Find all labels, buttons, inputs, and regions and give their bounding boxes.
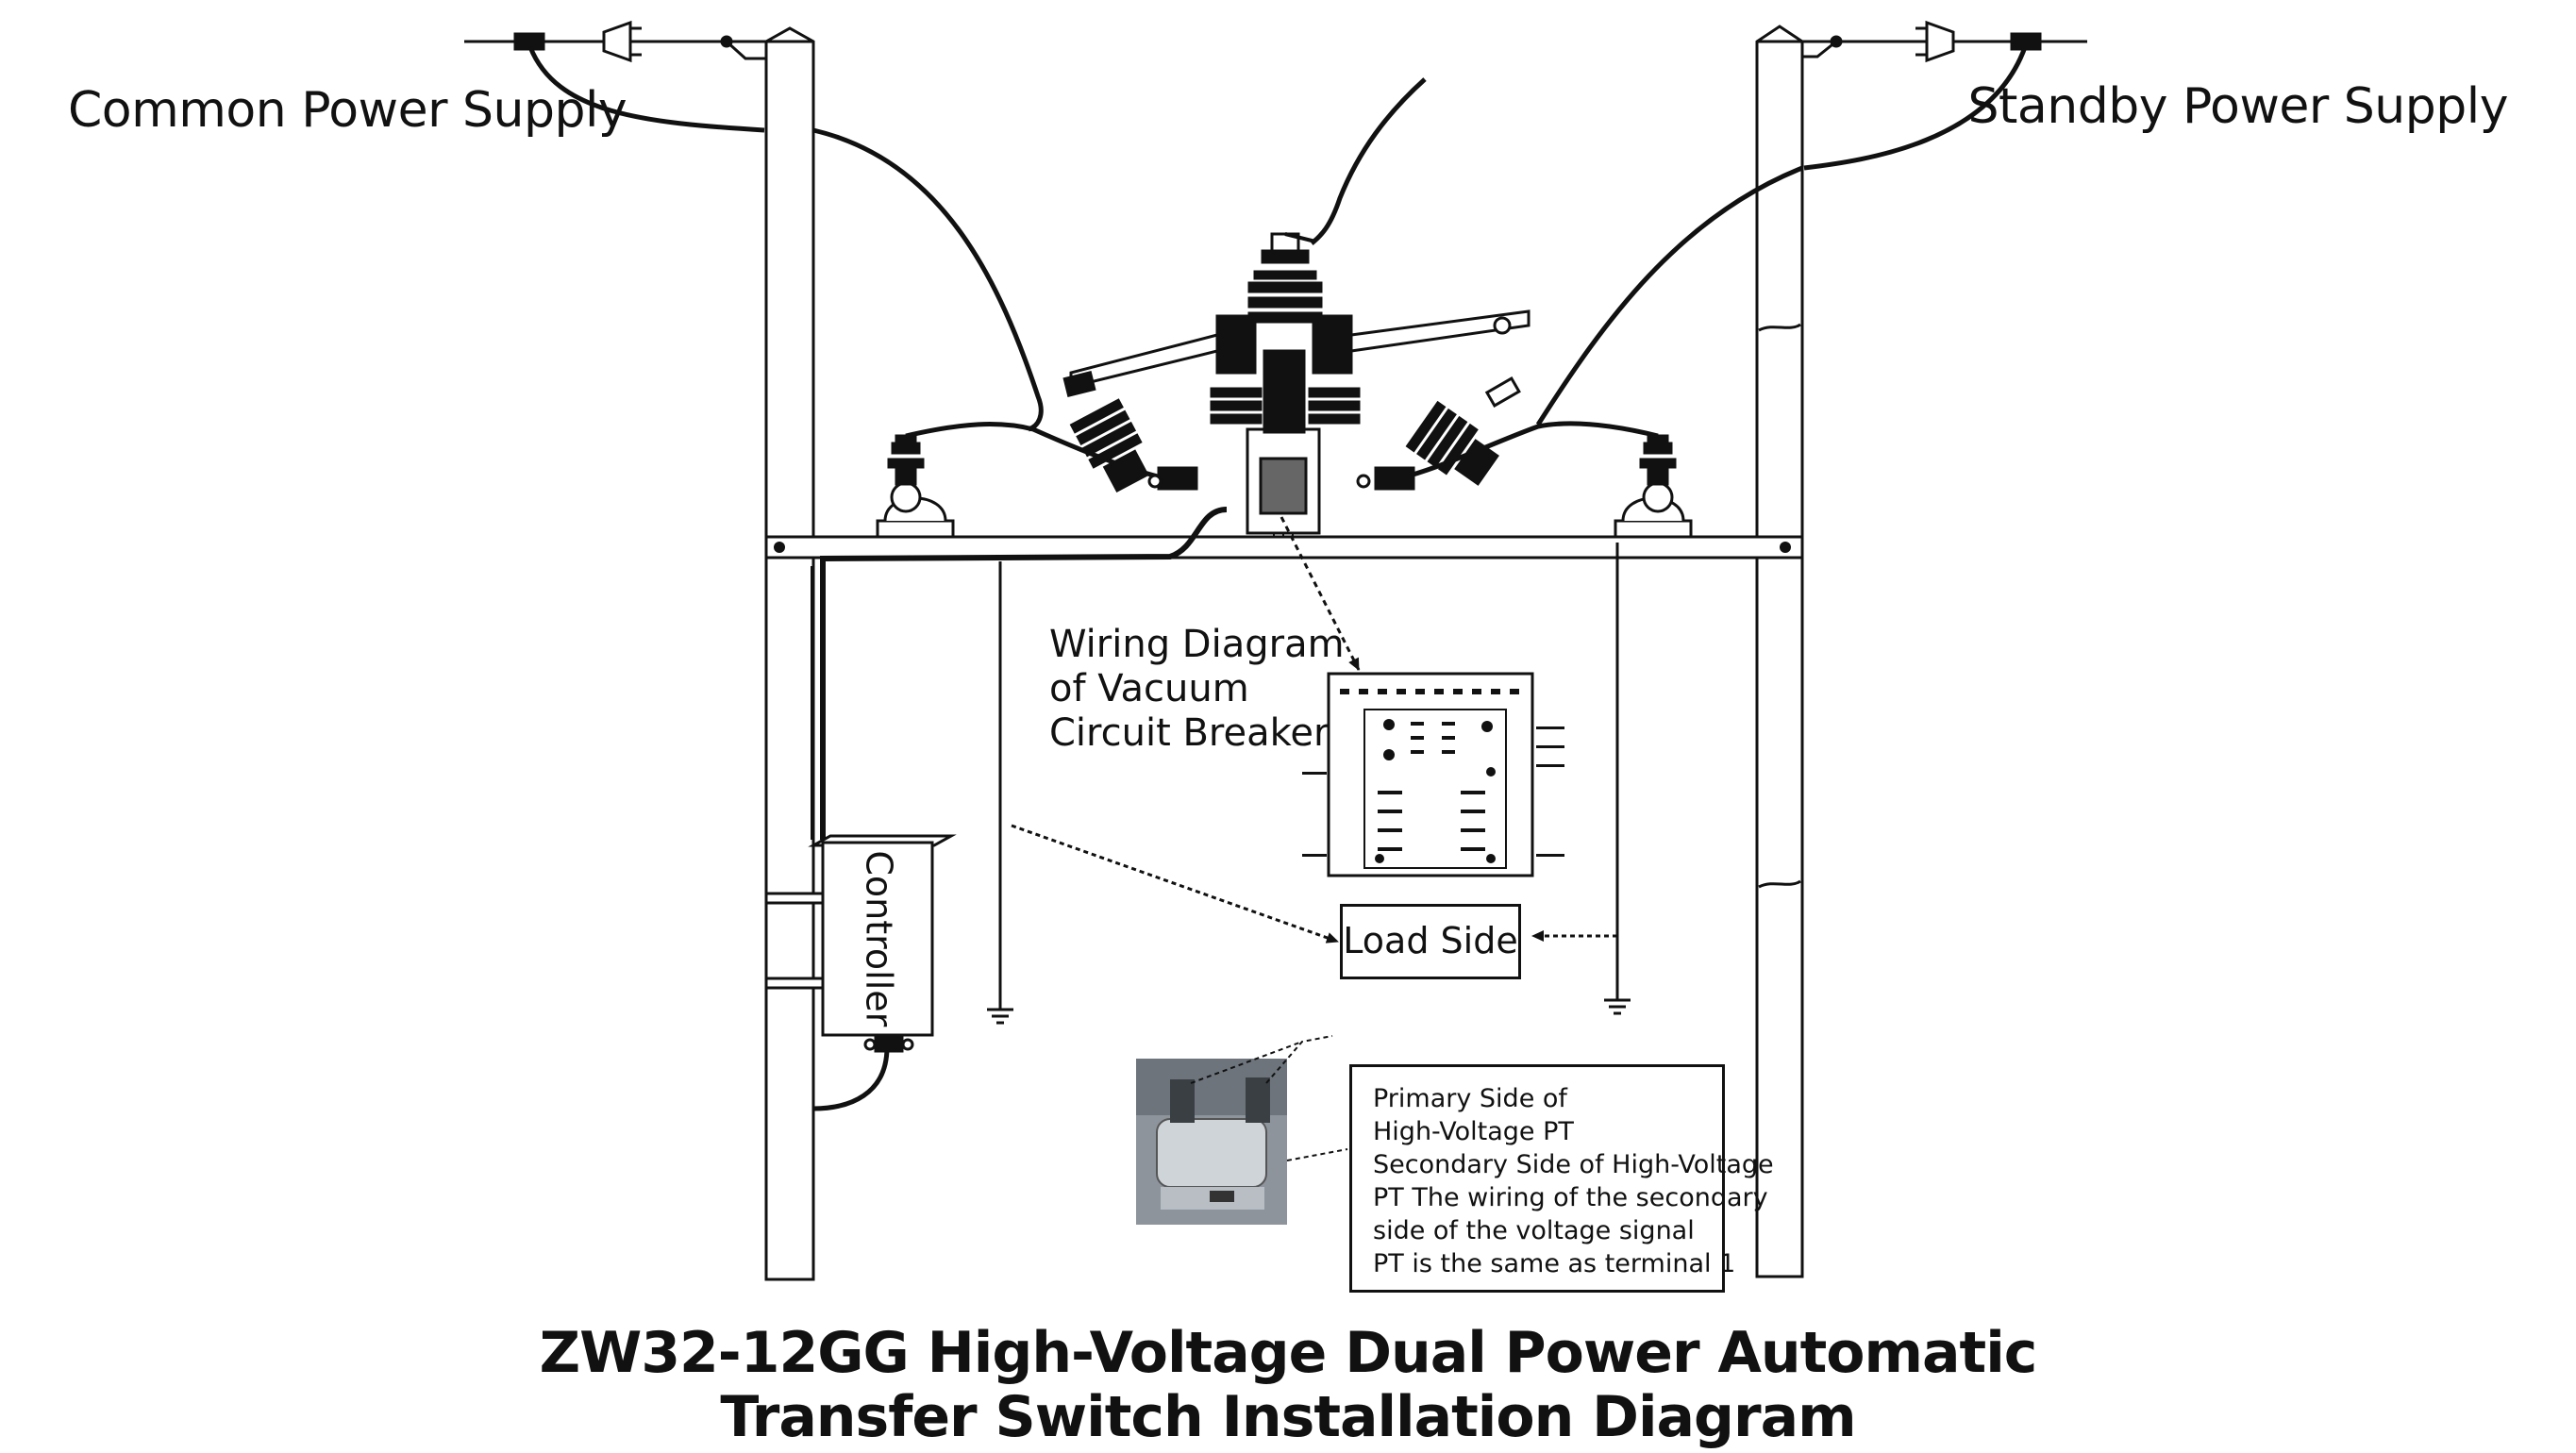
pt-photo	[1136, 1035, 1348, 1225]
right-pin-insulator	[1614, 434, 1693, 539]
standby-power-supply-label: Standby Power Supply	[1967, 78, 2509, 135]
load-side-box: Load Side	[1340, 904, 1521, 979]
pt-note-line: Primary Side of	[1373, 1084, 1567, 1113]
pt-note-line: Secondary Side of High-Voltage	[1373, 1150, 1774, 1179]
left-pole	[764, 26, 815, 1281]
diagram-title: ZW32-12GG High-Voltage Dual Power Automa…	[0, 1321, 2576, 1449]
wiring-diagram-panel	[1280, 516, 1564, 877]
wiring-diagram-label: Wiring Diagram of Vacuum Circuit Breaker	[1049, 623, 1345, 756]
pt-note-line: PT The wiring of the secondary	[1373, 1183, 1768, 1212]
ground-wires	[987, 543, 1631, 1025]
left-overhead-line	[464, 20, 766, 133]
wiring-diagram-label-line: Circuit Breaker	[1049, 711, 1330, 755]
diagram-title-line: ZW32-12GG High-Voltage Dual Power Automa…	[539, 1320, 2038, 1386]
controller-label: Controller	[823, 843, 932, 1035]
pt-note-box: Primary Side of High-Voltage PT Secondar…	[1349, 1064, 1774, 1293]
left-pin-insulator	[876, 434, 955, 539]
right-pole	[1755, 25, 1804, 1278]
jumper-wires	[812, 77, 1803, 484]
controller-box	[764, 834, 957, 1053]
pt-note-line: PT is the same as terminal 1	[1373, 1249, 1736, 1278]
pt-note-line: side of the voltage signal	[1373, 1216, 1695, 1245]
pt-note-line: High-Voltage PT	[1373, 1117, 1574, 1146]
diagram-title-line: Transfer Switch Installation Diagram	[720, 1384, 1856, 1450]
control-cable	[811, 507, 1228, 1111]
wiring-diagram-label-line: of Vacuum	[1049, 667, 1249, 710]
common-power-supply-label: Common Power Supply	[68, 82, 627, 139]
vacuum-circuit-breaker	[1062, 232, 1531, 538]
wiring-diagram-label-line: Wiring Diagram	[1049, 623, 1345, 666]
crossarm	[764, 535, 1804, 559]
controller-label-text: Controller	[857, 850, 899, 1027]
right-overhead-line	[1791, 20, 2087, 171]
